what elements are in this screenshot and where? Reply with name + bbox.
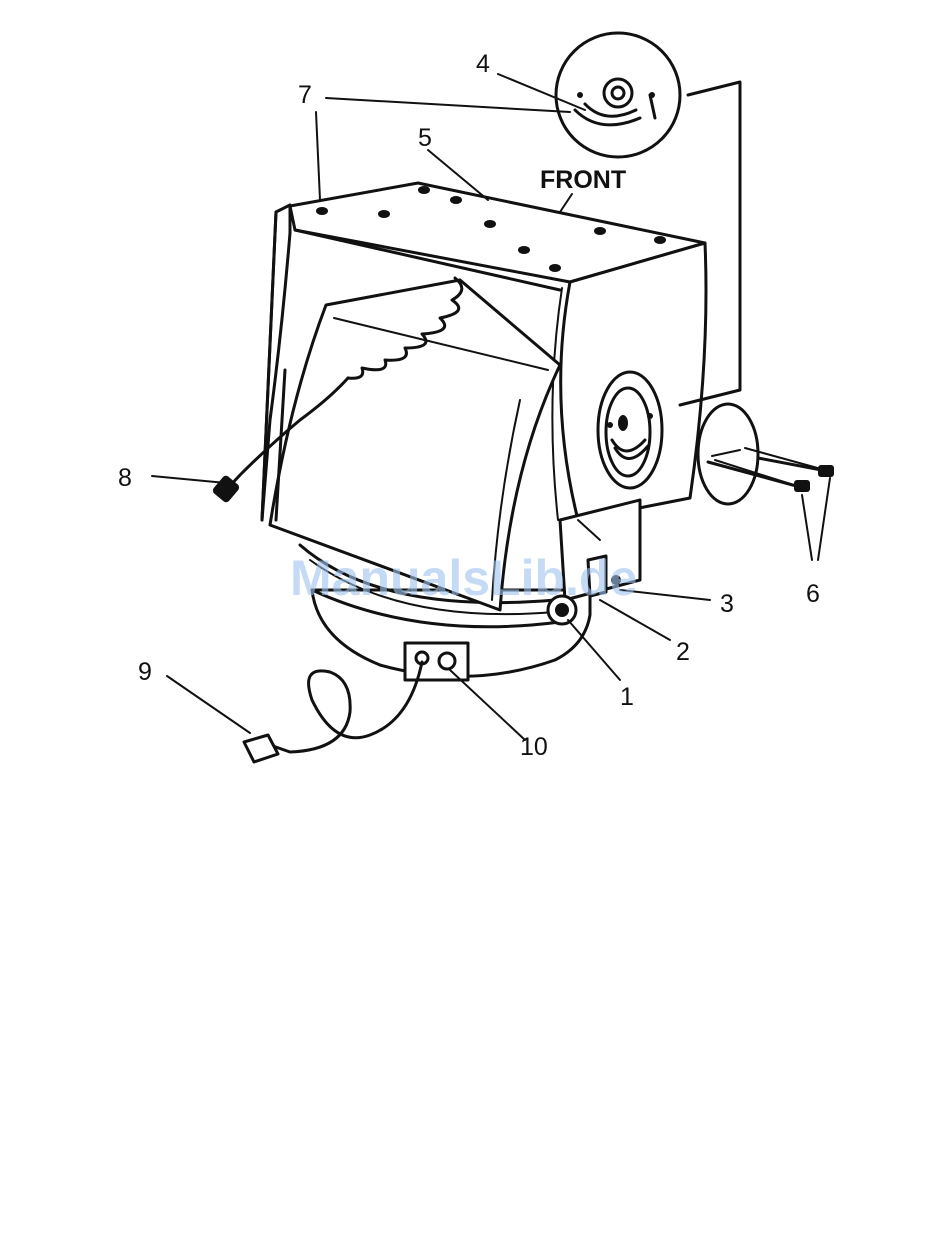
- callout-6: 6: [806, 580, 820, 608]
- callout-7: 7: [298, 81, 312, 109]
- watermark: ManualsLib.de: [290, 550, 637, 606]
- front-label: FRONT: [540, 166, 626, 194]
- callout-8: 8: [118, 464, 132, 492]
- callout-4: 4: [476, 50, 490, 78]
- callout-5: 5: [418, 124, 432, 152]
- power-cable: [244, 662, 422, 762]
- callout-3: 3: [720, 590, 734, 618]
- callout-10: 10: [520, 733, 548, 761]
- base-connector-panel: [405, 643, 468, 680]
- side-knob-assembly: [598, 372, 662, 488]
- callout-2: 2: [676, 638, 690, 666]
- callout-1: 1: [620, 683, 634, 711]
- callout-9: 9: [138, 658, 152, 686]
- cover-disc: [698, 404, 832, 504]
